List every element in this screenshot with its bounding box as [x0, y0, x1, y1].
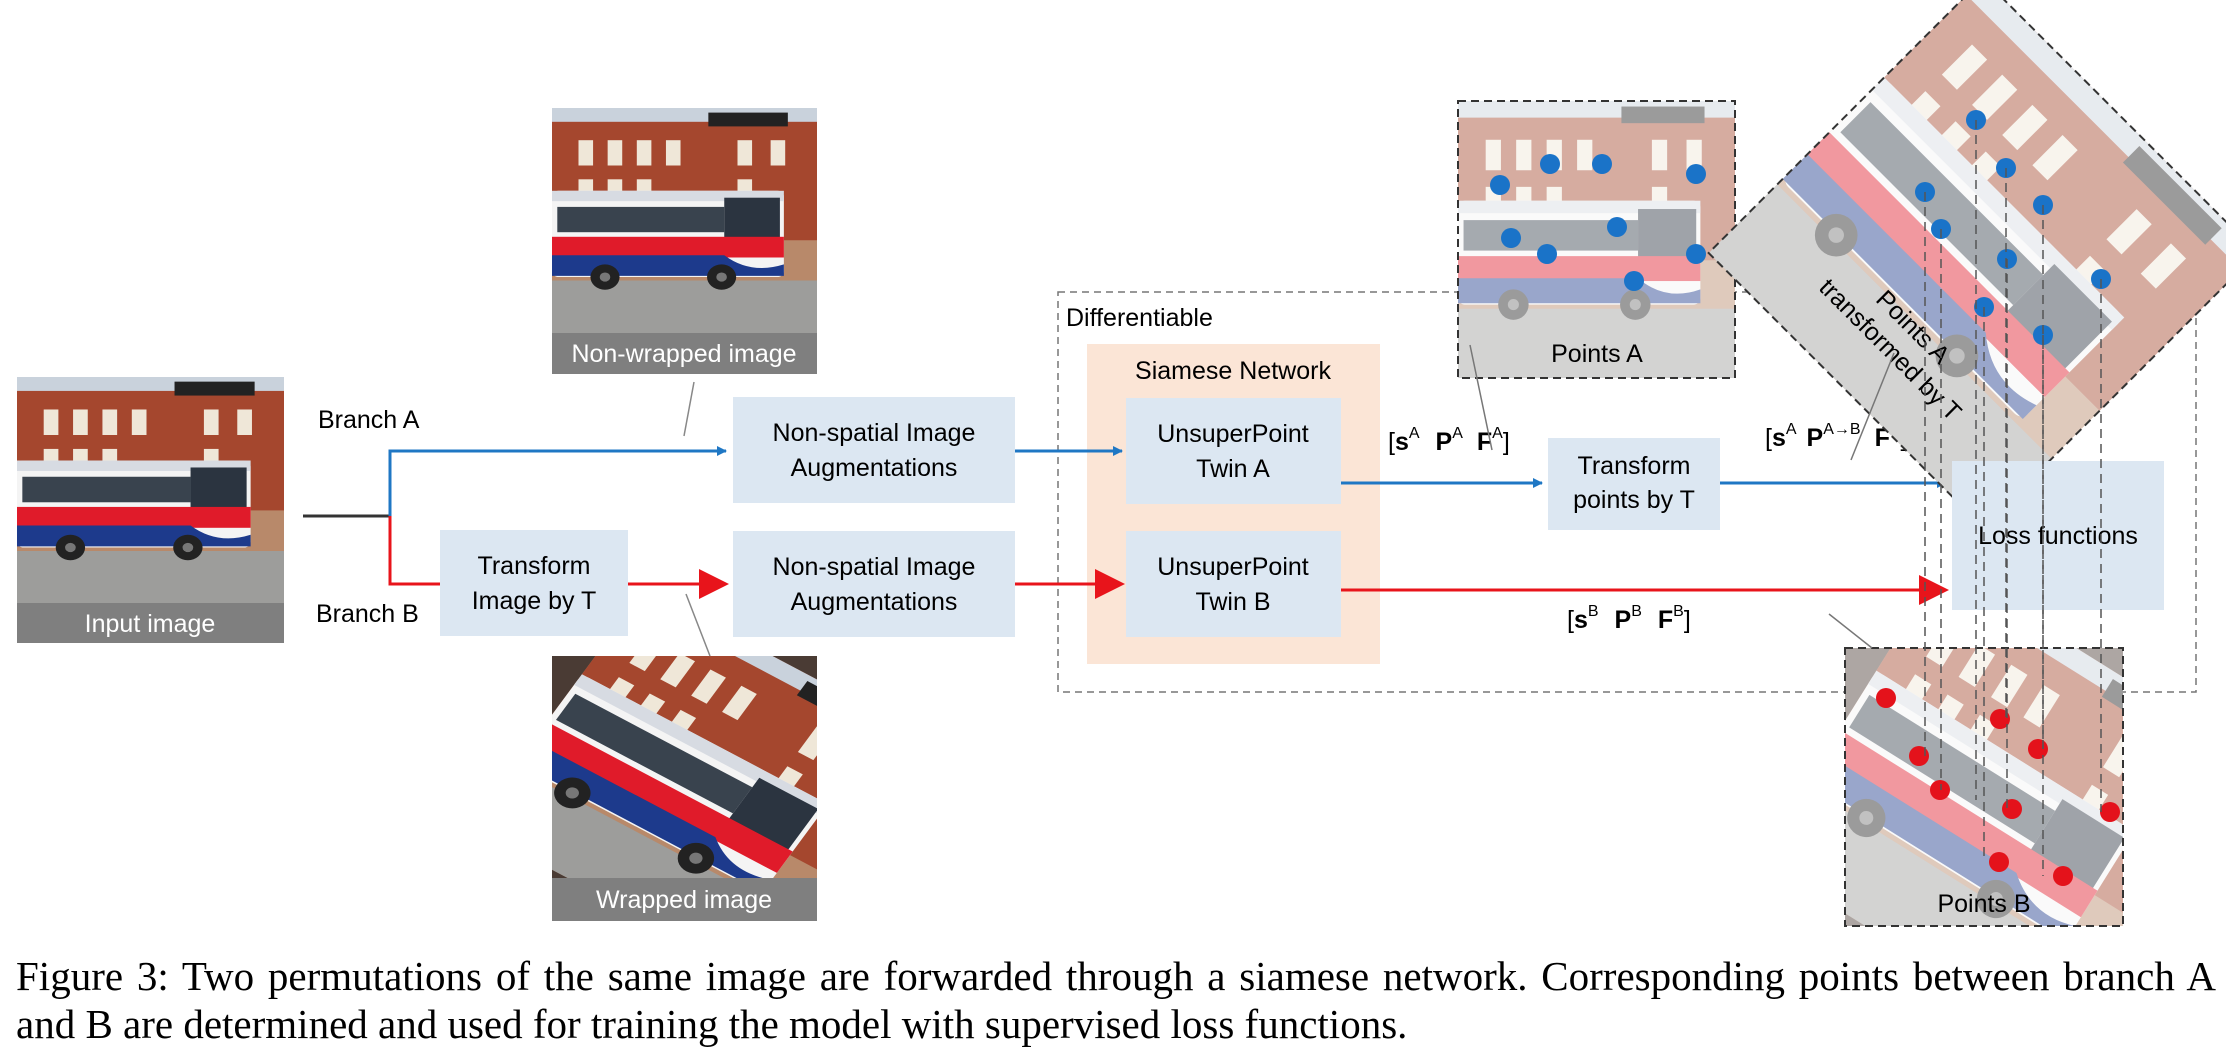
points-a-label: Points A — [1551, 340, 1643, 368]
points-a-transformed-panel: Points A transformed by T — [1707, 0, 2226, 529]
input-image: Input image — [17, 377, 284, 643]
differentiable-label: Differentiable — [1066, 304, 1213, 332]
twin-a-line2: Twin A — [1196, 455, 1270, 483]
transform-image-line2: Image by T — [472, 587, 597, 615]
augmentation-a-line2: Augmentations — [791, 454, 958, 482]
twin-b-box: UnsuperPoint Twin B — [1126, 531, 1341, 637]
augmentation-b-line2: Augmentations — [791, 588, 958, 616]
wrapped-image-label: Wrapped image — [596, 886, 772, 914]
loss-functions-box: Loss functions — [1952, 461, 2164, 610]
branch-b-label: Branch B — [316, 600, 419, 628]
loss-functions-label: Loss functions — [1978, 522, 2138, 550]
non-wrapped-image-label: Non-wrapped image — [571, 340, 796, 368]
points-b-label: Points B — [1937, 890, 2030, 918]
augmentation-b-line1: Non-spatial Image — [773, 553, 976, 581]
input-image-label: Input image — [85, 610, 216, 638]
points-a-markers — [1490, 154, 1706, 291]
points-b-panel: Points B — [1844, 647, 2124, 927]
points-a-panel: Points A — [1457, 100, 1736, 379]
twin-b-line2: Twin B — [1195, 588, 1270, 616]
augmentation-box-b: Non-spatial Image Augmentations — [733, 531, 1015, 637]
twin-a-line1: UnsuperPoint — [1157, 420, 1309, 448]
branch-a-label: Branch A — [318, 406, 420, 434]
points-b-markers — [1876, 688, 2120, 886]
augmentation-box-a: Non-spatial Image Augmentations — [733, 397, 1015, 503]
twin-a-box: UnsuperPoint Twin A — [1126, 398, 1341, 504]
transform-image-box: Transform Image by T — [440, 530, 628, 636]
transform-points-line2: points by T — [1573, 486, 1695, 514]
unsuperpoint-training-diagram: Input image Non-wrapped image Wrapped im… — [17, 0, 2226, 927]
twin-b-line1: UnsuperPoint — [1157, 553, 1309, 581]
siamese-network-title: Siamese Network — [1135, 357, 1331, 385]
augmentation-a-line1: Non-spatial Image — [773, 419, 976, 447]
correspondence-lines — [1924, 120, 2102, 876]
figure-caption: Figure 3: Two permutations of the same i… — [16, 953, 2216, 1047]
wrapped-image: Wrapped image — [552, 656, 817, 921]
transform-points-box: Transform points by T — [1548, 438, 1720, 530]
non-wrapped-image: Non-wrapped image — [552, 108, 817, 374]
transform-points-line1: Transform — [1578, 452, 1691, 480]
transform-image-line1: Transform — [478, 552, 591, 580]
